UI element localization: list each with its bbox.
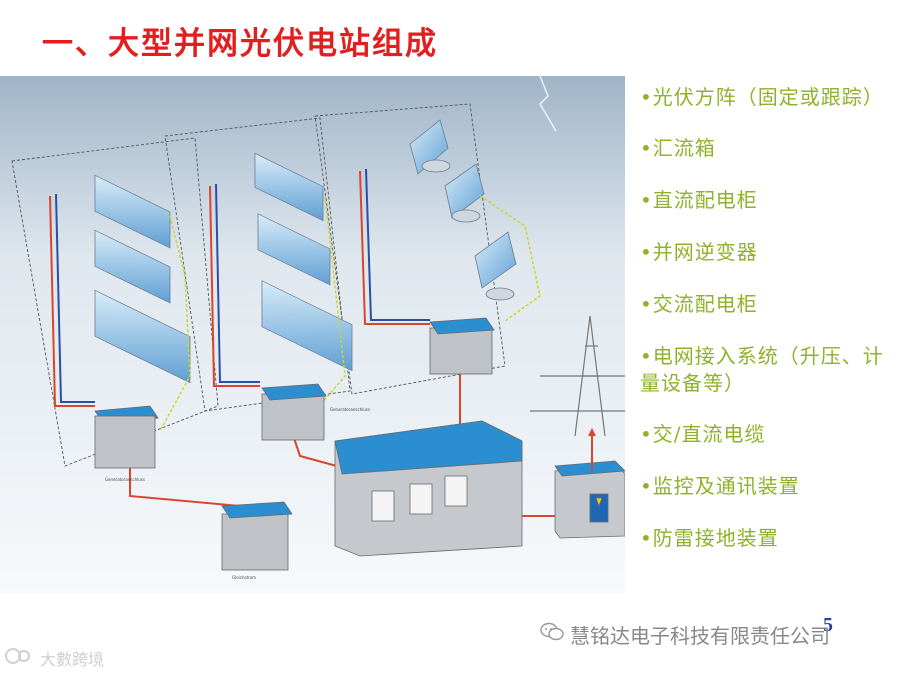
site-logo-icon bbox=[4, 647, 34, 669]
site-mark-text: 大數跨境 bbox=[40, 650, 105, 669]
wechat-account-name: 慧铭达电子科技有限责任公司 bbox=[570, 624, 830, 648]
component-lightning-protection: •防雷接地装置 bbox=[640, 526, 779, 550]
svg-text:Gleichstrom: Gleichstrom bbox=[232, 575, 256, 580]
component-ac-cabinet: •交流配电柜 bbox=[640, 292, 758, 316]
component-combiner-box: •汇流箱 bbox=[640, 136, 716, 160]
pv-plant-diagram: Generatoranschluss Gleichstrom Generator… bbox=[0, 76, 625, 594]
svg-text:Generatoranschluss: Generatoranschluss bbox=[330, 407, 370, 412]
component-grid-connection: •电网接入系统（升压、计量设备等） bbox=[640, 344, 884, 395]
svg-text:Generatoranschluss: Generatoranschluss bbox=[105, 477, 145, 482]
component-cables: •交/直流电缆 bbox=[640, 422, 766, 446]
component-monitoring: •监控及通讯装置 bbox=[640, 474, 800, 498]
component-grid-inverter: •并网逆变器 bbox=[640, 240, 758, 264]
component-dc-cabinet: •直流配电柜 bbox=[640, 188, 758, 212]
wechat-watermark: 慧铭达电子科技有限责任公司 bbox=[540, 620, 830, 649]
slide-title: 一、大型并网光伏电站组成 bbox=[42, 26, 438, 62]
component-pv-array: •光伏方阵（固定或跟踪） bbox=[640, 85, 884, 109]
page-number: 5 bbox=[823, 614, 833, 636]
site-watermark: 大數跨境 bbox=[4, 646, 104, 670]
component-list: •光伏方阵（固定或跟踪） •汇流箱 •直流配电柜 •并网逆变器 •交流配电柜 •… bbox=[640, 84, 890, 577]
wechat-icon bbox=[540, 622, 564, 647]
